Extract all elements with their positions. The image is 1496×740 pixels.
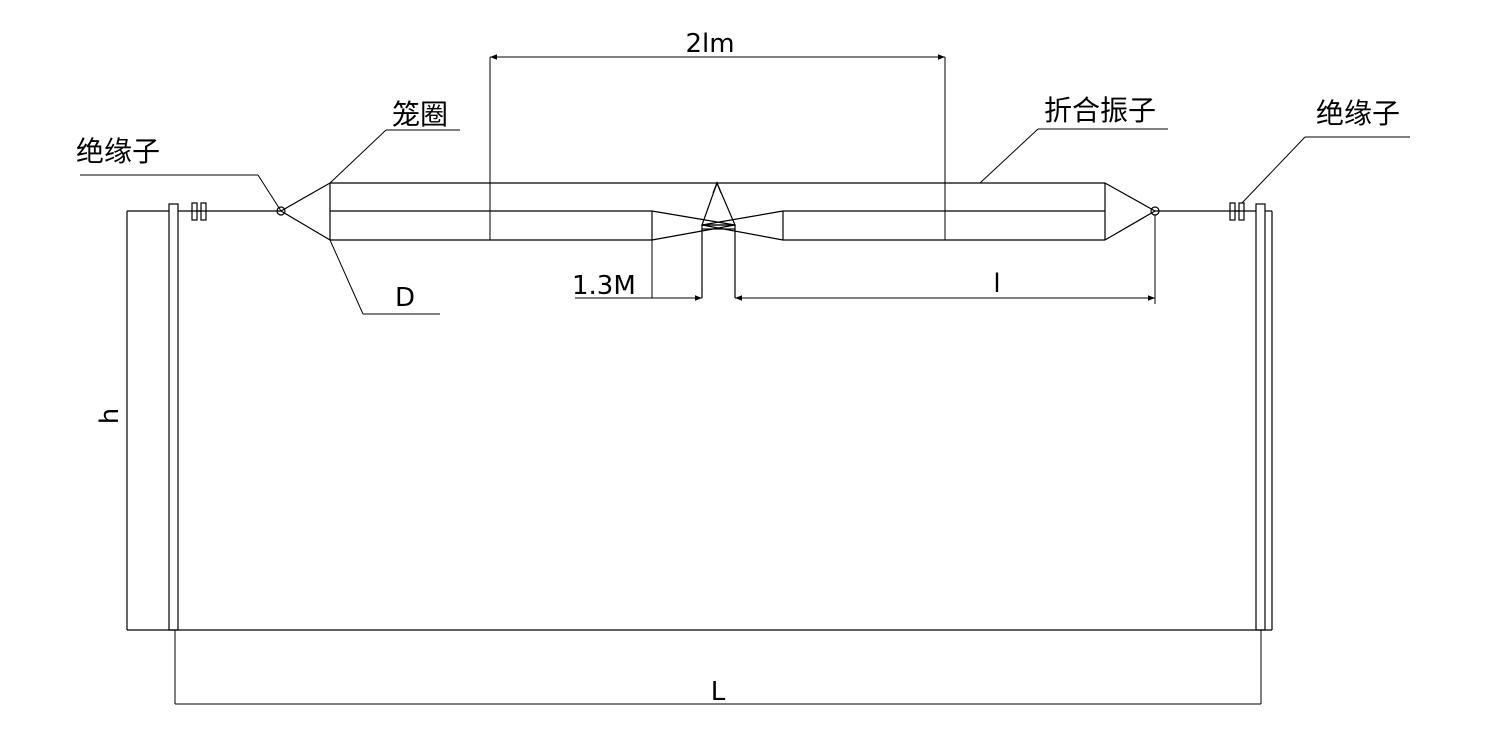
diameter-label: D	[395, 283, 415, 313]
dimension-total-length: L	[174, 630, 1262, 707]
center-span-label: 2lm	[685, 29, 734, 59]
left-mast	[168, 203, 179, 631]
dimension-height: h	[95, 408, 125, 424]
callout-cage-ring: 笼圈	[329, 98, 460, 184]
folded-dipole-cage	[276, 181, 1160, 298]
support-structure	[126, 203, 1273, 631]
right-insulator-symbol	[1229, 202, 1245, 221]
callout-right-insulator: 绝缘子	[1241, 97, 1410, 204]
dimension-half-length: l	[735, 215, 1156, 304]
right-mast	[1255, 203, 1266, 631]
cage-ring-label: 笼圈	[392, 98, 448, 131]
left-tie-point	[276, 206, 286, 216]
total-length-label: L	[711, 677, 726, 707]
callout-diameter: D	[329, 239, 440, 315]
height-label: h	[95, 408, 125, 424]
half-length-label: l	[993, 269, 1000, 299]
folded-dipole-label: 折合振子	[1044, 94, 1156, 127]
dimension-center-span: 2lm	[489, 29, 946, 240]
right-insulator-label: 绝缘子	[1316, 97, 1400, 130]
left-insulator-symbol	[191, 202, 207, 221]
callout-left-insulator: 绝缘子	[76, 135, 282, 212]
gap-label: 1.3M	[572, 271, 636, 301]
dimension-feed-gap: 1.3M	[572, 240, 702, 301]
left-insulator-label: 绝缘子	[76, 135, 160, 168]
callout-folded-dipole: 折合振子	[979, 94, 1168, 184]
